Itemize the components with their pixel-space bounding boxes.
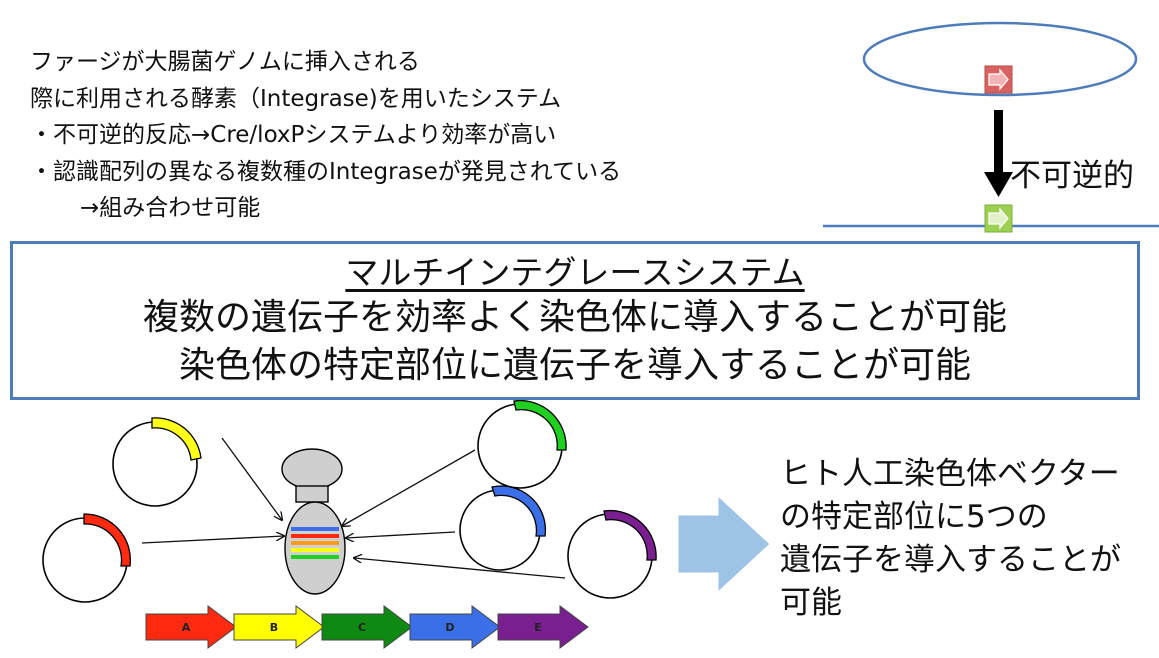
integration-arrows	[141, 437, 566, 579]
gene-arrow-a	[145, 605, 237, 649]
irreversible-down-arrow	[984, 110, 1013, 197]
gene-arrow-d	[409, 605, 501, 649]
gene-label-c: C	[358, 621, 366, 634]
attP-site-icon	[984, 65, 1013, 94]
result-text: ヒト人工染色体ベクター の特定部位に5つの 遺伝子を導入することが 可能	[780, 453, 1121, 625]
plasmid-purple	[567, 509, 657, 599]
intro-text: ファージが大腸菌ゲノムに挿入される 際に利用される酵素（Integrase)を用…	[30, 44, 621, 227]
gene-arrow-b	[233, 605, 325, 649]
gene-label-a: A	[182, 621, 191, 634]
gene-label-e: E	[534, 621, 542, 634]
result-line-3: 遺伝子を導入することが	[780, 542, 1121, 578]
multi-integrase-system-box: マルチインテグレースシステム 複数の遺伝子を効率よく染色体に導入することが可能 …	[10, 241, 1140, 400]
plasmid-red	[42, 513, 132, 603]
system-title: マルチインテグレースシステム	[345, 253, 805, 292]
gene-label-d: D	[445, 621, 454, 634]
result-line-2: の特定部位に5つの	[780, 499, 1048, 535]
intro-line-5: →組み合わせ可能	[80, 195, 261, 221]
plasmid-blue	[459, 485, 547, 571]
attB-site-icon	[984, 204, 1013, 233]
phage-genome-ellipse	[862, 21, 1138, 97]
result-line-4: 可能	[780, 585, 842, 621]
system-line-2: 染色体の特定部位に遺伝子を導入することが可能	[178, 345, 971, 386]
plasmid-green	[477, 399, 567, 489]
intro-line-4: ・認識配列の異なる複数種のIntegraseが発見されている	[30, 158, 622, 185]
result-arrow-icon	[677, 494, 771, 594]
result-line-1: ヒト人工染色体ベクター	[780, 456, 1120, 492]
irreversible-label: 不可逆的	[1010, 158, 1134, 194]
gene-arrow-c	[321, 605, 413, 649]
system-line-1: 複数の遺伝子を効率よく染色体に導入することが可能	[142, 297, 1007, 338]
plasmid-yellow	[112, 417, 202, 507]
gene-label-b: B	[270, 621, 278, 634]
intro-line-1: ファージが大腸菌ゲノムに挿入される	[30, 49, 420, 75]
intro-line-3: ・不可逆的反応→Cre/loxPシステムより効率が高い	[30, 122, 557, 148]
intro-line-2: 際に利用される酵素（Integrase)を用いたシステム	[30, 85, 562, 112]
gene-arrow-e	[497, 605, 589, 649]
gene-arrow-row: A B C D E	[145, 605, 589, 649]
artificial-chromosome-icon	[281, 448, 346, 595]
